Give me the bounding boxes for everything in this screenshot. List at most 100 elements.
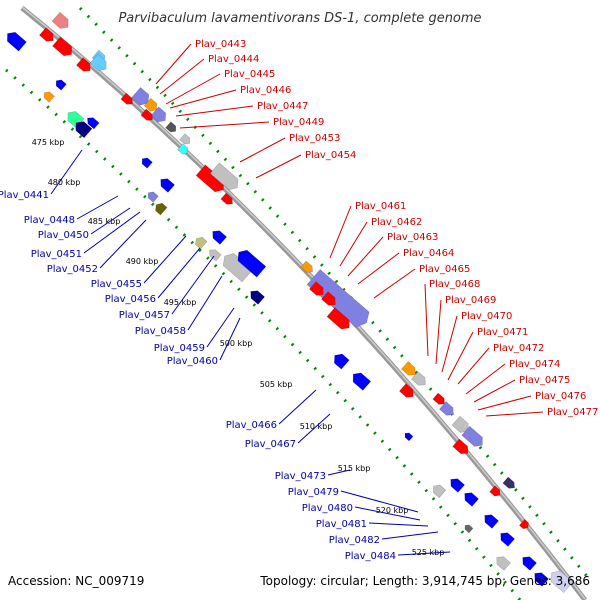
callout-leader-line (329, 205, 352, 259)
reverse-gene-callout[interactable]: Plav_0451 (31, 211, 141, 260)
forward-gene-callout[interactable]: Plav_0461 (329, 201, 406, 259)
reverse-gene-callout[interactable]: Plav_0456 (105, 247, 201, 305)
forward-gene-label[interactable]: Plav_0449 (273, 117, 324, 128)
forward-gene-callout[interactable]: Plav_0453 (239, 133, 340, 163)
forward-gene-label[interactable]: Plav_0462 (371, 217, 422, 228)
reverse-gene-label[interactable]: Plav_0460 (167, 356, 218, 367)
reverse-gene-callout[interactable]: Plav_0448 (24, 195, 119, 226)
reverse-gene-callout[interactable]: Plav_0467 (245, 413, 331, 450)
callout-leader-line (179, 121, 270, 129)
reverse-gene-feature (212, 230, 227, 245)
reverse-gene-callouts: Plav_0441Plav_0448Plav_0450Plav_0451Plav… (0, 149, 451, 562)
reverse-gene-label[interactable]: Plav_0451 (31, 249, 82, 260)
forward-gene-label[interactable]: Plav_0445 (224, 69, 275, 80)
reverse-gene-label[interactable]: Plav_0450 (38, 230, 89, 241)
forward-gene-callout[interactable]: Plav_0462 (339, 217, 422, 267)
forward-gene-label[interactable]: Plav_0468 (429, 279, 480, 290)
forward-gene-label[interactable]: Plav_0465 (419, 264, 470, 275)
reverse-gene-callout[interactable]: Plav_0466 (226, 389, 317, 431)
reverse-gene-feature (237, 249, 267, 278)
forward-gene-label[interactable]: Plav_0474 (509, 359, 560, 370)
forward-gene-label[interactable]: Plav_0447 (257, 101, 308, 112)
reverse-gene-label[interactable]: Plav_0441 (0, 190, 49, 201)
forward-gene-label[interactable]: Plav_0463 (387, 232, 438, 243)
forward-gene-callout[interactable]: Plav_0470 (441, 311, 512, 373)
forward-gene-callout[interactable]: Plav_0469 (435, 295, 496, 365)
reverse-gene-label[interactable]: Plav_0467 (245, 439, 296, 450)
forward-gene-callout[interactable]: Plav_0468 (424, 279, 480, 357)
callout-leader-line (83, 211, 141, 254)
reverse-gene-label[interactable]: Plav_0482 (329, 535, 380, 546)
reverse-gene-callout[interactable]: Plav_0452 (47, 219, 147, 275)
reverse-gene-feature (500, 532, 515, 547)
reverse-gene-callout[interactable]: Plav_0450 (38, 207, 131, 241)
forward-gene-callout[interactable]: Plav_0447 (175, 101, 308, 117)
forward-gene-label[interactable]: Plav_0446 (240, 85, 291, 96)
forward-gene-callout[interactable]: Plav_0454 (255, 150, 356, 179)
reverse-gene-callout[interactable]: Plav_0482 (329, 531, 439, 546)
reverse-gene-callout[interactable]: Plav_0441 (0, 149, 83, 201)
forward-gene-callout[interactable]: Plav_0472 (457, 343, 544, 385)
forward-gene-label[interactable]: Plav_0444 (208, 54, 259, 65)
callout-leader-line (206, 307, 235, 348)
forward-gene-label[interactable]: Plav_0475 (519, 375, 570, 386)
reverse-gene-feature (464, 524, 474, 534)
forward-gene-callout[interactable]: Plav_0463 (347, 232, 438, 277)
reverse-gene-label[interactable]: Plav_0466 (226, 420, 277, 431)
forward-gene-callout[interactable]: Plav_0446 (169, 85, 291, 109)
forward-gene-label[interactable]: Plav_0477 (547, 407, 598, 418)
orf-track-inner (5, 68, 522, 600)
forward-gene-label[interactable]: Plav_0443 (195, 39, 246, 50)
scale-tick-label: 505 kbp (260, 380, 293, 389)
reverse-gene-callout[interactable]: Plav_0481 (316, 519, 429, 530)
reverse-gene-callout[interactable]: Plav_0484 (345, 551, 451, 562)
reverse-gene-callout[interactable]: Plav_0458 (135, 275, 223, 337)
reverse-gene-label[interactable]: Plav_0481 (316, 519, 367, 530)
forward-gene-label[interactable]: Plav_0470 (461, 311, 512, 322)
reverse-gene-label[interactable]: Plav_0484 (345, 551, 396, 562)
forward-gene-callout[interactable]: Plav_0445 (165, 69, 275, 105)
forward-gene-callout[interactable]: Plav_0444 (159, 54, 259, 95)
forward-gene-callout[interactable]: Plav_0475 (473, 375, 570, 403)
forward-gene-feature (461, 425, 483, 447)
forward-gene-callout[interactable]: Plav_0443 (155, 39, 246, 85)
callout-leader-line (435, 299, 442, 365)
reverse-gene-callout[interactable]: Plav_0480 (302, 503, 421, 521)
forward-gene-label[interactable]: Plav_0454 (305, 150, 356, 161)
reverse-gene-callout[interactable]: Plav_0473 (275, 469, 351, 482)
reverse-gene-label[interactable]: Plav_0455 (91, 279, 142, 290)
reverse-gene-callout[interactable]: Plav_0455 (91, 235, 187, 290)
forward-gene-callout[interactable]: Plav_0449 (179, 117, 324, 129)
forward-gene-callout[interactable]: Plav_0464 (357, 248, 454, 285)
reverse-gene-label[interactable]: Plav_0452 (47, 264, 98, 275)
reverse-gene-label[interactable]: Plav_0480 (302, 503, 353, 514)
reverse-gene-feature (75, 121, 93, 139)
reverse-gene-feature (87, 117, 100, 130)
reverse-gene-callout[interactable]: Plav_0457 (119, 255, 215, 321)
reverse-gene-callout[interactable]: Plav_0460 (167, 317, 241, 367)
reverse-gene-callout[interactable]: Plav_0459 (154, 307, 235, 354)
forward-gene-callout[interactable]: Plav_0474 (465, 359, 560, 395)
reverse-gene-label[interactable]: Plav_0448 (24, 215, 75, 226)
reverse-gene-label[interactable]: Plav_0458 (135, 326, 186, 337)
reverse-gene-callout[interactable]: Plav_0479 (288, 487, 419, 513)
forward-gene-label[interactable]: Plav_0453 (289, 133, 340, 144)
forward-gene-callout[interactable]: Plav_0465 (373, 264, 470, 299)
forward-gene-callout[interactable]: Plav_0471 (447, 327, 528, 381)
callout-leader-line (171, 255, 215, 315)
forward-gene-label[interactable]: Plav_0472 (493, 343, 544, 354)
forward-gene-label[interactable]: Plav_0461 (355, 201, 406, 212)
forward-gene-feature (52, 36, 72, 57)
reverse-gene-label[interactable]: Plav_0456 (105, 294, 156, 305)
callout-leader-line (485, 411, 544, 417)
forward-gene-callout[interactable]: Plav_0476 (477, 391, 586, 411)
forward-gene-label[interactable]: Plav_0471 (477, 327, 528, 338)
forward-gene-callout[interactable]: Plav_0477 (485, 407, 598, 418)
forward-gene-label[interactable]: Plav_0476 (535, 391, 586, 402)
reverse-gene-label[interactable]: Plav_0473 (275, 471, 326, 482)
forward-gene-label[interactable]: Plav_0464 (403, 248, 454, 259)
reverse-gene-label[interactable]: Plav_0479 (288, 487, 339, 498)
forward-gene-label[interactable]: Plav_0469 (445, 295, 496, 306)
reverse-gene-label[interactable]: Plav_0457 (119, 310, 170, 321)
reverse-gene-label[interactable]: Plav_0459 (154, 343, 205, 354)
